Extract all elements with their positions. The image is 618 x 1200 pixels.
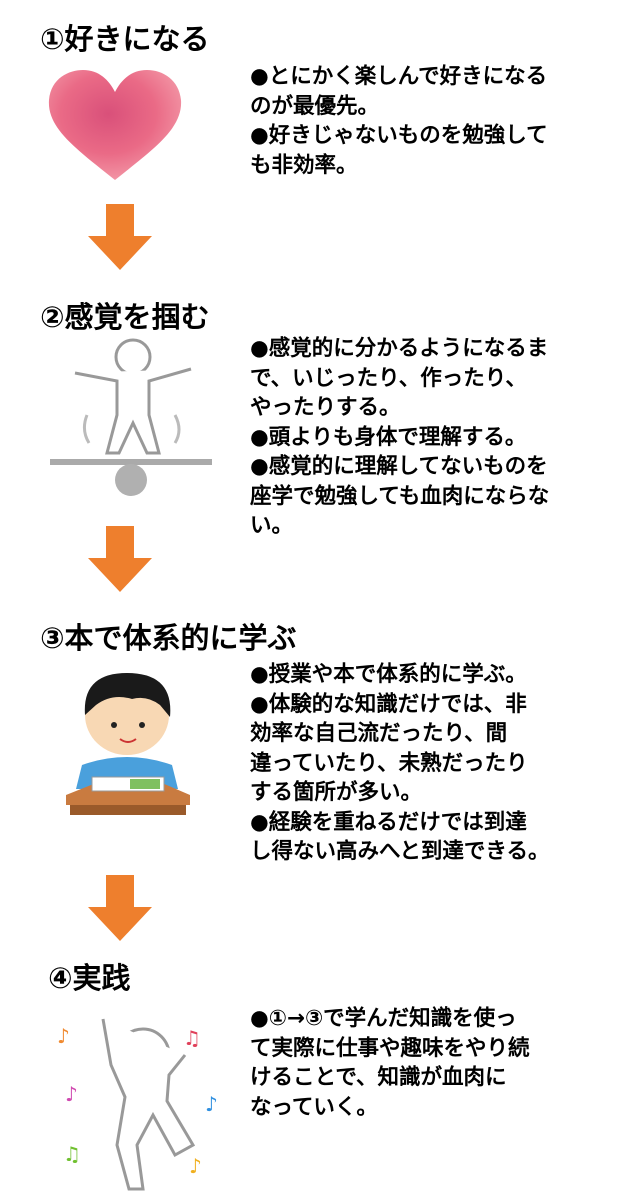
svg-text:♪: ♪ bbox=[57, 1024, 70, 1048]
svg-text:♪: ♪ bbox=[205, 1092, 218, 1116]
down-arrow-icon bbox=[88, 204, 152, 270]
text-line: ●感覚的に分かるようになるま bbox=[250, 336, 549, 361]
svg-text:♫: ♫ bbox=[183, 1026, 201, 1050]
text-line: ●①→③で学んだ知識を使っ bbox=[250, 1006, 517, 1031]
dancing-figure-icon: ♪ ♫ ♪ ♪ ♫ ♪ bbox=[57, 1018, 218, 1191]
text-line: で、いじったり、作ったり、 bbox=[250, 365, 527, 391]
text-line: 効率な自己流だったり、間 bbox=[250, 721, 508, 746]
text-line: する箇所が多い。 bbox=[250, 780, 423, 805]
svg-text:♪: ♪ bbox=[189, 1154, 202, 1178]
text-line: なっていく。 bbox=[250, 1094, 378, 1120]
studying-boy-icon bbox=[66, 673, 190, 815]
text-line: やったりする。 bbox=[250, 395, 401, 420]
text-line: けることで、知識が血肉に bbox=[250, 1065, 507, 1090]
step-2-description: ●感覚的に分かるようになるま で、いじったり、作ったり、 やったりする。 ●頭よ… bbox=[250, 334, 549, 541]
text-line: 座学で勉強しても血肉にならな bbox=[250, 483, 550, 509]
text-line: ●経験を重ねるだけでは到達 bbox=[250, 809, 527, 835]
text-line: ●感覚的に理解してないものを bbox=[250, 454, 548, 479]
step-1-title: ①好きになる bbox=[40, 22, 210, 56]
svg-text:♪: ♪ bbox=[65, 1082, 78, 1106]
balance-figure-icon bbox=[50, 338, 212, 496]
step-4-description: ●①→③で学んだ知識を使っ て実際に仕事や趣味をやり続 けることで、知識が血肉に… bbox=[250, 1004, 530, 1122]
text-line: ●体験的な知識だけでは、非 bbox=[250, 691, 527, 717]
step-3-title: ③本で体系的に学ぶ bbox=[40, 621, 297, 655]
text-line: も非効率。 bbox=[250, 152, 358, 178]
text-line: て実際に仕事や趣味をやり続 bbox=[250, 1035, 530, 1061]
text-line: ●頭よりも身体で理解する。 bbox=[250, 424, 527, 450]
text-line: ●好きじゃないものを勉強して bbox=[250, 123, 548, 148]
down-arrow-icon bbox=[88, 526, 152, 592]
heart-icon bbox=[48, 70, 182, 180]
text-line: い。 bbox=[250, 513, 294, 538]
text-line: ●授業や本で体系的に学ぶ。 bbox=[250, 662, 527, 687]
text-line: のが最優先。 bbox=[250, 93, 380, 119]
svg-text:♫: ♫ bbox=[63, 1142, 81, 1166]
step-2-title: ②感覚を掴む bbox=[40, 300, 210, 334]
text-line: し得ない高みへと到達できる。 bbox=[250, 839, 550, 864]
text-line: 違っていたり、未熟だったり bbox=[250, 750, 528, 776]
text-line: ●とにかく楽しんで好きになる bbox=[250, 64, 548, 89]
step-1-description: ●とにかく楽しんで好きになる のが最優先。 ●好きじゃないものを勉強して も非効… bbox=[250, 62, 548, 180]
step-4-title: ④実践 bbox=[48, 961, 131, 995]
step-3-description: ●授業や本で体系的に学ぶ。 ●体験的な知識だけでは、非 効率な自己流だったり、間… bbox=[250, 660, 550, 867]
down-arrow-icon bbox=[88, 875, 152, 941]
